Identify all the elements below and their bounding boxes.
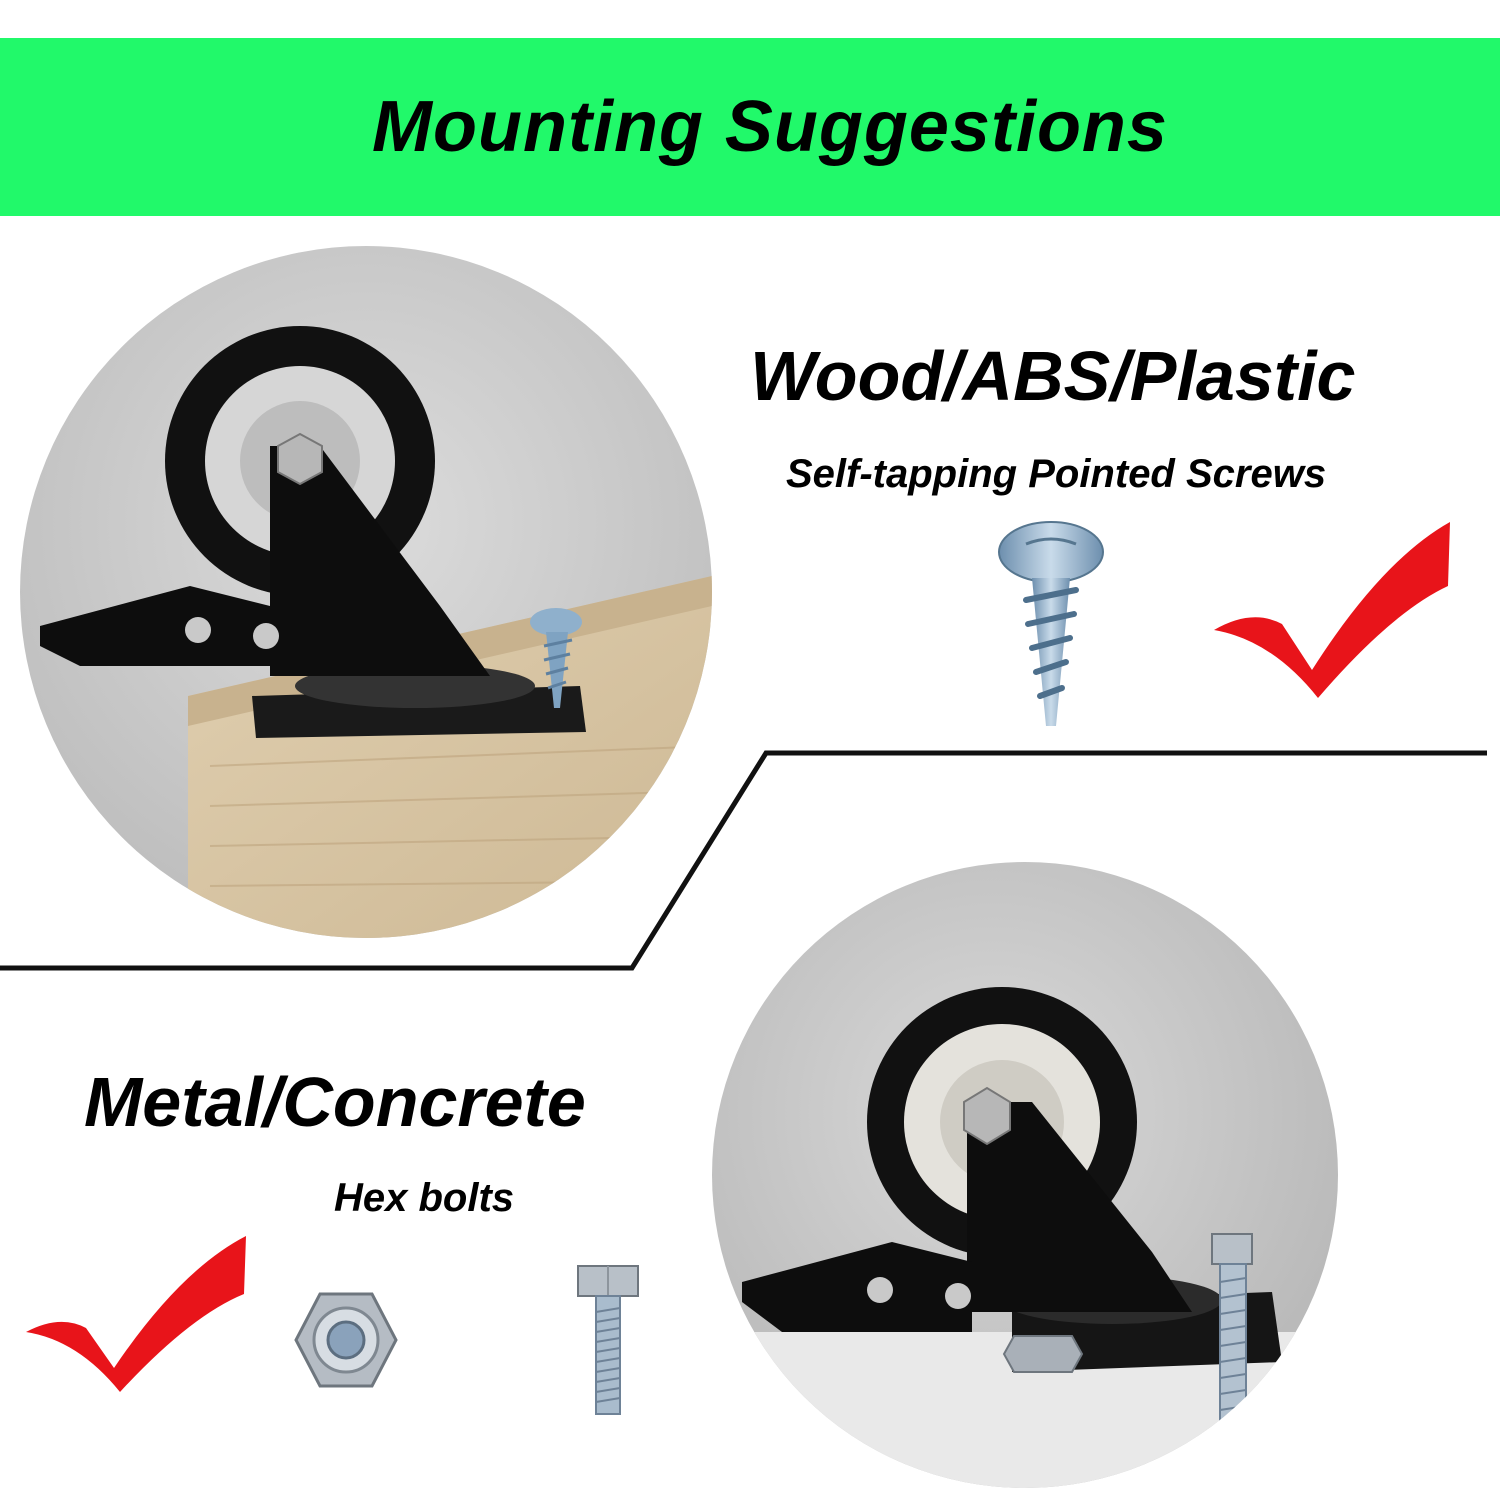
caster-with-bolt-photo — [712, 862, 1338, 1488]
wood-heading: Wood/ABS/Plastic — [750, 337, 1356, 415]
red-checkmark-icon — [24, 1234, 250, 1394]
title-banner: Mounting Suggestions — [0, 38, 1500, 216]
hex-nut-icon — [294, 1290, 398, 1390]
pointed-screw-icon — [996, 516, 1106, 740]
wood-subheading: Self-tapping Pointed Screws — [786, 452, 1327, 496]
banner-title: Mounting Suggestions — [372, 87, 1168, 167]
metal-subheading: Hex bolts — [334, 1176, 515, 1220]
hex-bolt-icon — [574, 1262, 642, 1418]
caster-on-wood-photo — [20, 246, 712, 938]
red-checkmark-icon — [1212, 520, 1458, 700]
metal-heading: Metal/Concrete — [84, 1063, 586, 1141]
